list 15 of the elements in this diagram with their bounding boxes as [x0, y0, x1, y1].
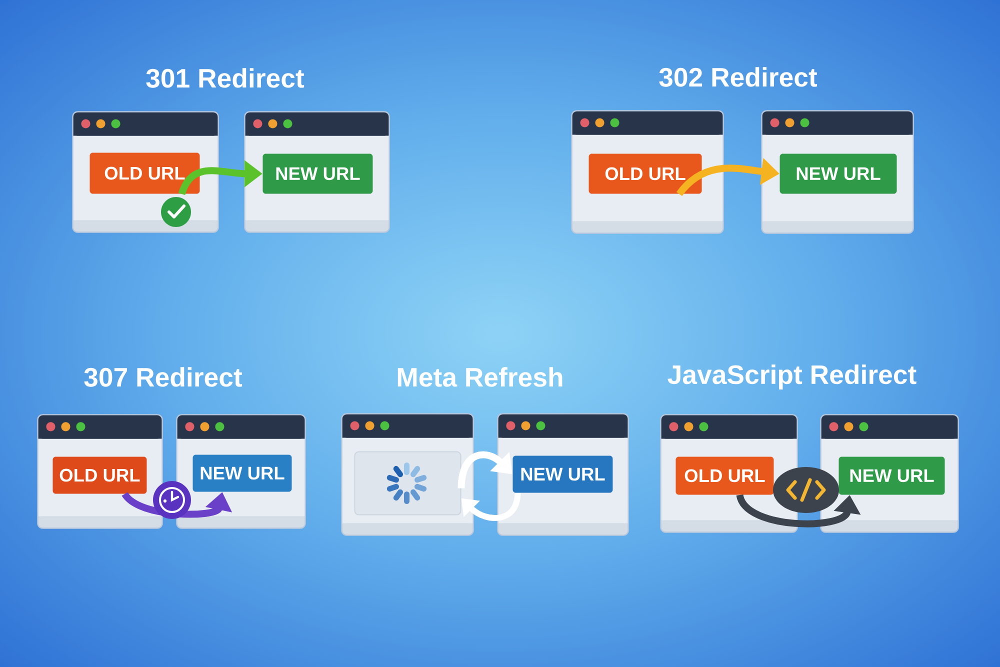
url-button: NEW URL — [838, 456, 945, 495]
section-title: 302 Redirect — [659, 67, 818, 87]
loading-panel — [354, 451, 462, 516]
url-button: OLD URL — [588, 154, 702, 194]
url-button: OLD URL — [52, 456, 147, 494]
url-button: OLD URL — [676, 456, 774, 495]
url-button: NEW URL — [780, 154, 897, 194]
url-button: OLD URL — [90, 152, 200, 194]
section-title: 307 Redirect — [84, 367, 242, 387]
section-title: 301 Redirect — [146, 68, 304, 88]
url-button: NEW URL — [512, 456, 613, 493]
section-title: Meta Refresh — [398, 367, 562, 387]
url-button: NEW URL — [262, 154, 373, 194]
url-button: NEW URL — [192, 454, 292, 492]
section-title: JavaScript Redirect — [668, 364, 916, 390]
